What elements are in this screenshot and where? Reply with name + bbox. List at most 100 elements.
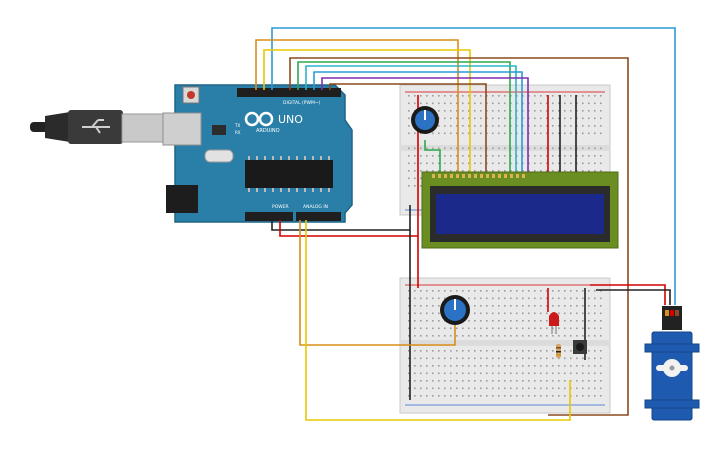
breadboard-hole	[540, 380, 542, 382]
breadboard-hole	[510, 327, 512, 330]
breadboard-hole	[450, 380, 452, 382]
potentiometer-bottom[interactable]	[440, 295, 470, 325]
breadboard-hole	[468, 132, 470, 135]
breadboard-hole	[504, 305, 506, 307]
wire-analog-orange	[299, 220, 456, 346]
analog-in-label: ANALOG IN	[303, 204, 328, 210]
breadboard-hole	[558, 387, 560, 390]
breadboard-hole	[462, 395, 464, 397]
breadboard-hole	[558, 312, 560, 315]
breadboard-hole	[420, 297, 422, 300]
breadboard-hole	[480, 320, 482, 322]
breadboard-hole	[504, 132, 506, 135]
breadboard-hole	[474, 110, 476, 112]
breadboard-hole	[564, 147, 566, 150]
breadboard-hole	[444, 372, 446, 375]
breadboard-hole	[534, 312, 536, 315]
breadboard-hole	[492, 305, 494, 307]
breadboard-hole	[582, 387, 584, 390]
small-ic	[212, 125, 226, 135]
breadboard-hole	[426, 305, 428, 307]
breadboard-hole	[498, 125, 500, 127]
breadboard-hole	[588, 320, 590, 322]
breadboard-hole	[480, 290, 482, 292]
breadboard-hole	[444, 155, 446, 157]
breadboard-hole	[582, 170, 584, 172]
breadboard-hole	[462, 365, 464, 367]
breadboard-hole	[420, 357, 422, 360]
breadboard-hole	[588, 380, 590, 382]
potentiometer-top[interactable]	[411, 106, 439, 134]
wire-analog-yellow	[305, 220, 571, 421]
breadboard-hole	[456, 365, 458, 367]
breadboard-hole	[558, 95, 560, 97]
breadboard-hole	[474, 395, 476, 397]
led-body	[549, 312, 559, 326]
breadboard-hole	[480, 125, 482, 127]
breadboard-bottom-channel	[400, 340, 610, 346]
pushbutton[interactable]	[573, 340, 587, 354]
breadboard-hole	[546, 102, 548, 105]
arduino-uno-board[interactable]: ARDUINO UNO DIGITAL (PWM~) POWER ANALOG …	[162, 84, 353, 223]
breadboard-hole	[450, 395, 452, 397]
breadboard-hole	[594, 125, 596, 127]
breadboard-hole	[582, 132, 584, 135]
breadboard-hole	[600, 335, 602, 337]
breadboard-hole	[432, 350, 434, 352]
breadboard-hole	[516, 350, 518, 352]
breadboard-hole	[474, 335, 476, 337]
breadboard-hole	[486, 372, 488, 375]
usb-cable	[30, 110, 165, 144]
breadboard-hole	[432, 170, 434, 172]
breadboard-hole	[564, 117, 566, 120]
breadboard-hole	[408, 395, 410, 397]
breadboard-hole	[588, 162, 590, 165]
breadboard-hole	[522, 357, 524, 360]
breadboard-hole	[576, 290, 578, 292]
lcd-pin	[480, 174, 483, 178]
breadboard-hole	[480, 350, 482, 352]
breadboard-hole	[504, 297, 506, 300]
breadboard-hole	[474, 170, 476, 172]
breadboard-hole	[588, 132, 590, 135]
breadboard-hole	[534, 350, 536, 352]
breadboard-hole	[588, 395, 590, 397]
breadboard-hole	[462, 125, 464, 127]
breadboard-hole	[564, 320, 566, 322]
breadboard-hole	[558, 162, 560, 165]
pushbutton-cap	[576, 343, 584, 351]
breadboard-hole	[444, 387, 446, 390]
lcd-pin	[498, 174, 501, 178]
breadboard-hole	[552, 117, 554, 120]
breadboard-hole	[558, 102, 560, 105]
breadboard-hole	[582, 372, 584, 375]
breadboard-hole	[474, 387, 476, 390]
breadboard-hole	[594, 350, 596, 352]
breadboard-hole	[450, 372, 452, 375]
breadboard-hole	[474, 350, 476, 352]
breadboard-hole	[588, 372, 590, 375]
breadboard-hole	[408, 147, 410, 150]
servo-motor[interactable]	[644, 306, 700, 421]
breadboard-hole	[474, 305, 476, 307]
breadboard-hole	[594, 312, 596, 315]
breadboard-hole	[540, 395, 542, 397]
breadboard-hole	[540, 357, 542, 360]
breadboard-hole	[444, 395, 446, 397]
breadboard-hole	[438, 162, 440, 165]
breadboard-hole	[480, 102, 482, 105]
breadboard-hole	[462, 350, 464, 352]
breadboard-hole	[468, 147, 470, 150]
breadboard-hole	[582, 290, 584, 292]
breadboard-hole	[546, 327, 548, 330]
breadboard-hole	[516, 395, 518, 397]
wire-gnd-black	[271, 205, 411, 231]
breadboard-hole	[552, 162, 554, 165]
breadboard-hole	[414, 305, 416, 307]
breadboard-hole	[414, 102, 416, 105]
breadboard-hole	[456, 372, 458, 375]
breadboard-hole	[414, 320, 416, 322]
breadboard-hole	[558, 380, 560, 382]
dc-power-jack	[166, 185, 198, 213]
led-red	[549, 312, 559, 334]
